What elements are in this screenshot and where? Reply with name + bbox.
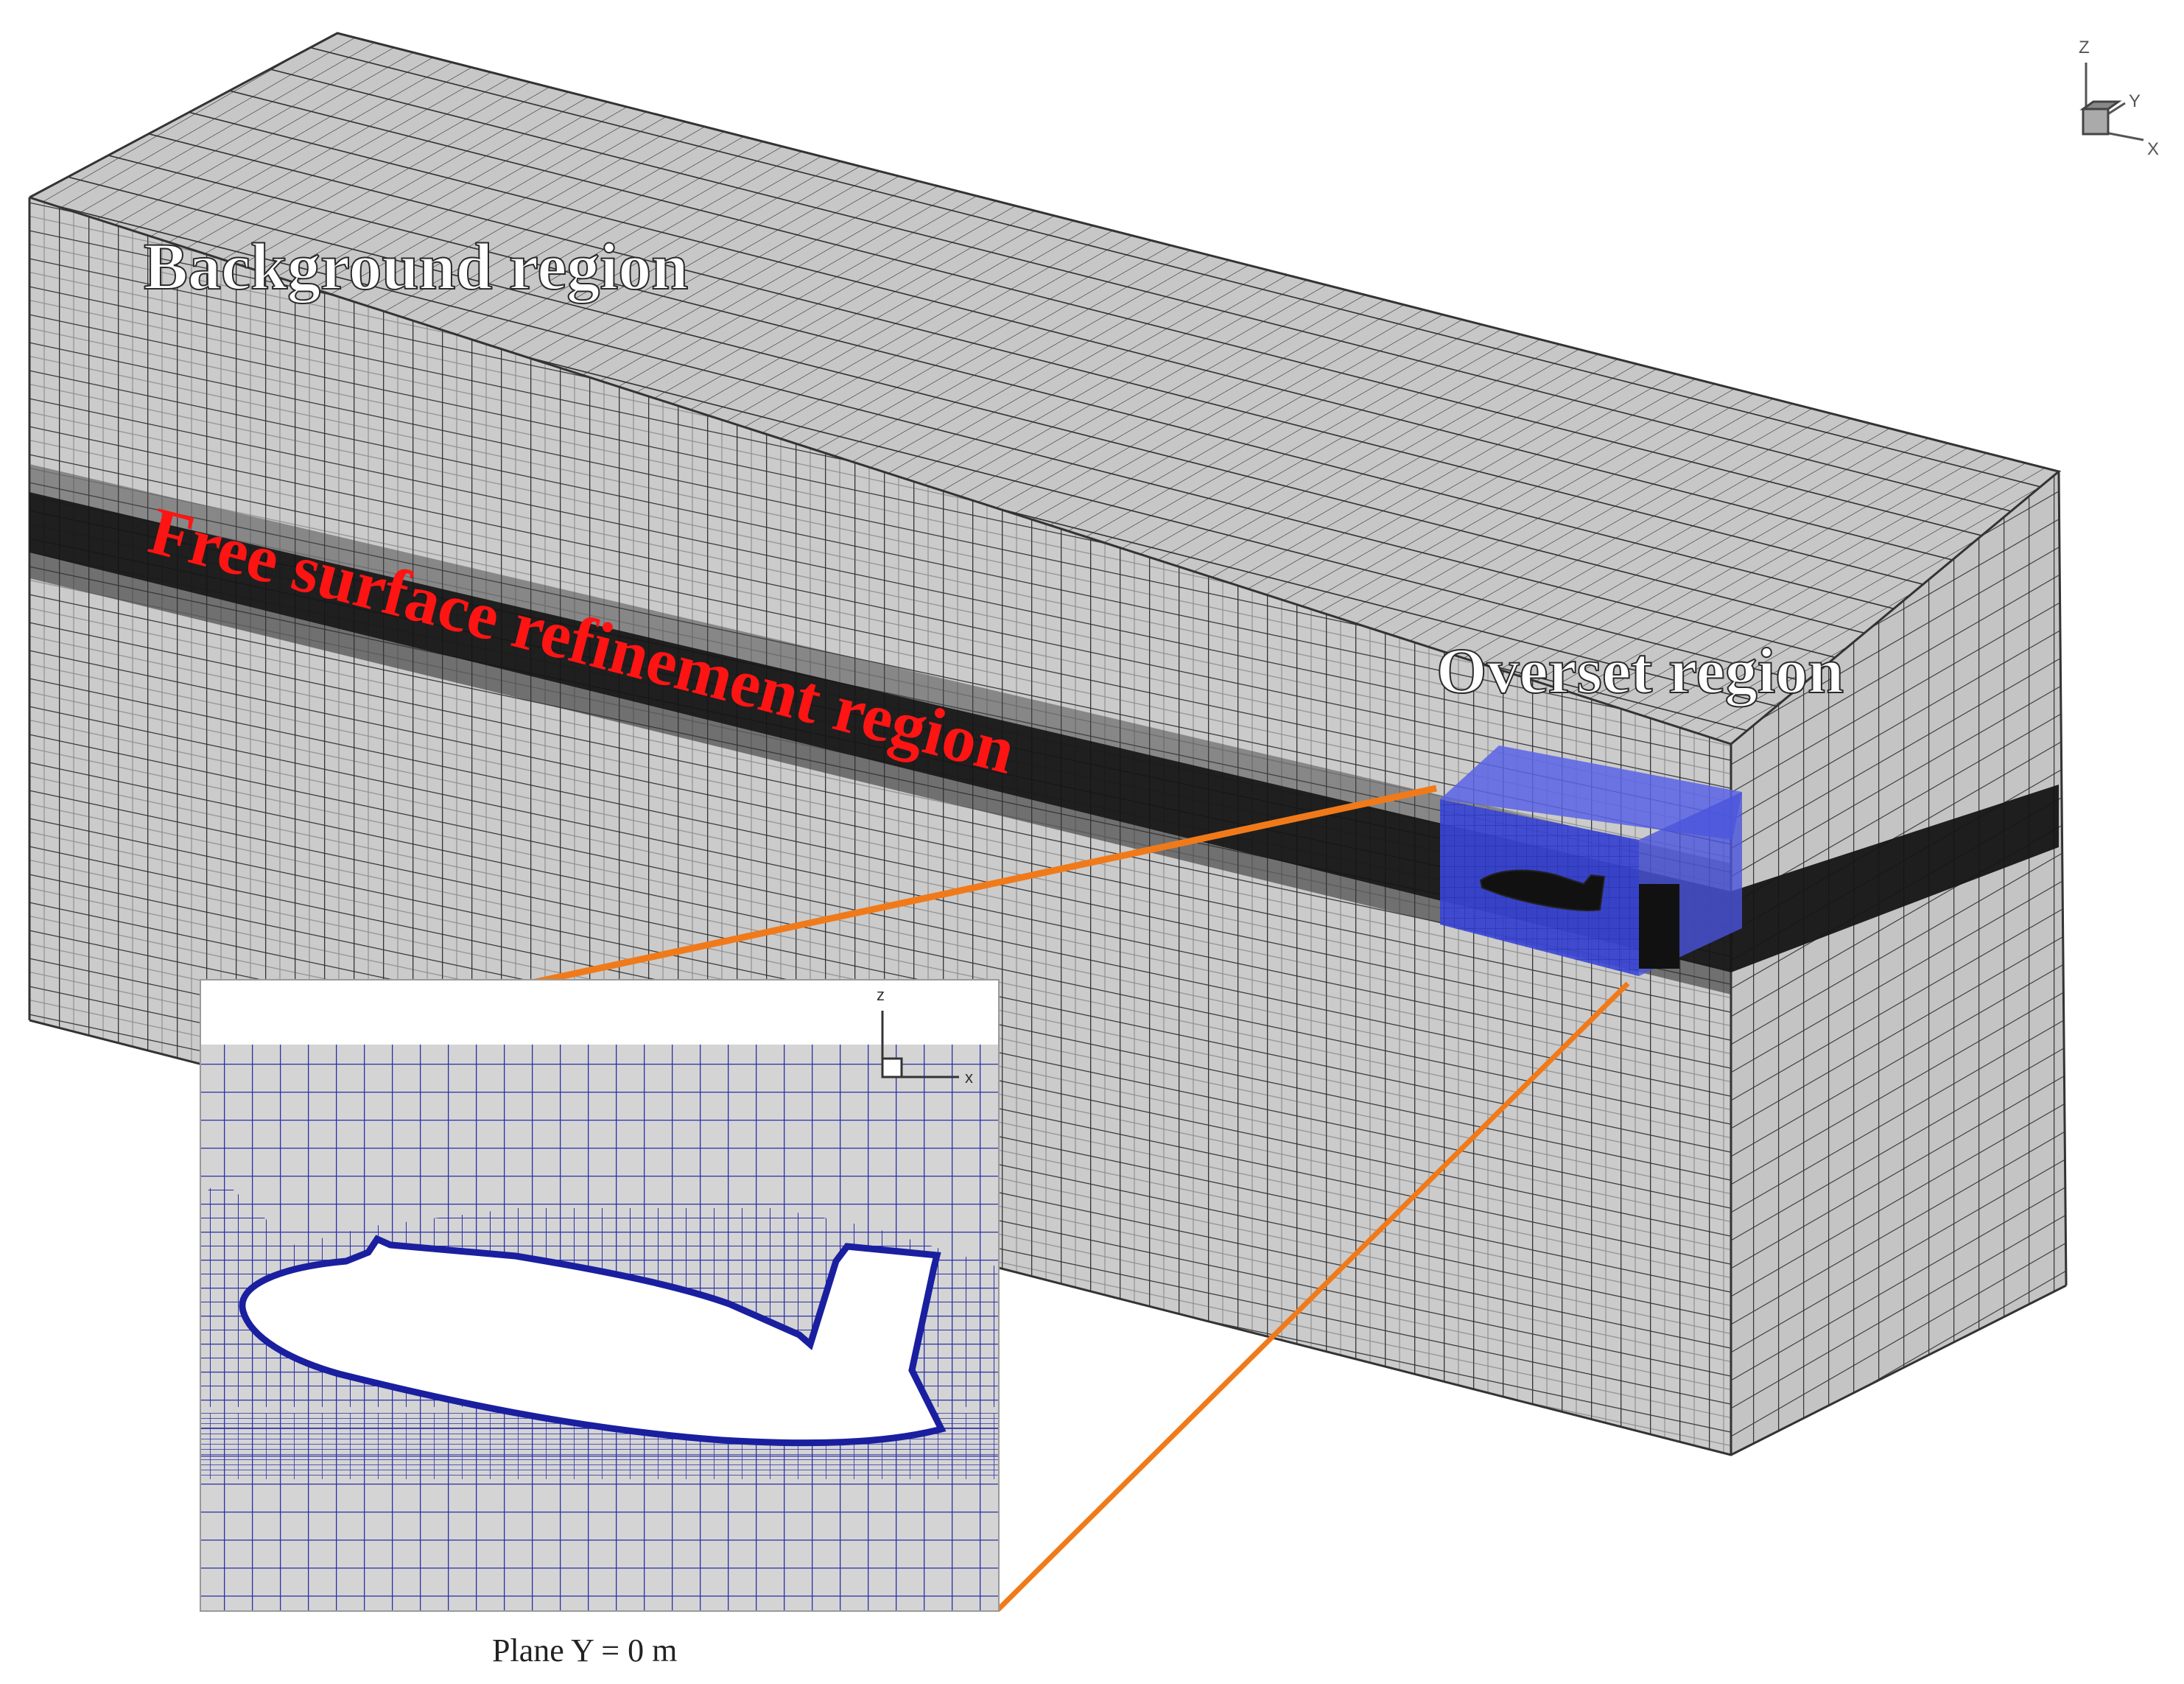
background-mesh-box bbox=[28, 32, 2068, 1456]
overset-vehicle-silhouette bbox=[1479, 869, 1606, 911]
background-region-label: Background region bbox=[144, 231, 688, 304]
axis-triad-inset bbox=[881, 1011, 959, 1078]
axis-triad-main bbox=[2079, 63, 2144, 141]
overset-region bbox=[1440, 745, 1742, 976]
axis-label-y: Y bbox=[2129, 91, 2141, 111]
axis-label-z: Z bbox=[2079, 38, 2090, 57]
overset-top bbox=[1440, 745, 1742, 840]
inset-vehicle-body bbox=[239, 1235, 947, 1447]
inset-caption: Plane Y = 0 m bbox=[492, 1632, 677, 1669]
leader-line-lower bbox=[996, 981, 1630, 1612]
inset-plane-view: z x bbox=[200, 979, 1000, 1612]
axis-label-x: X bbox=[2147, 139, 2159, 159]
overset-region-label: Overset region bbox=[1436, 636, 1844, 707]
inset-axis-label-z: z bbox=[877, 986, 885, 1004]
free-surface-band bbox=[29, 464, 2059, 994]
inset-axis-label-x: x bbox=[965, 1068, 973, 1087]
